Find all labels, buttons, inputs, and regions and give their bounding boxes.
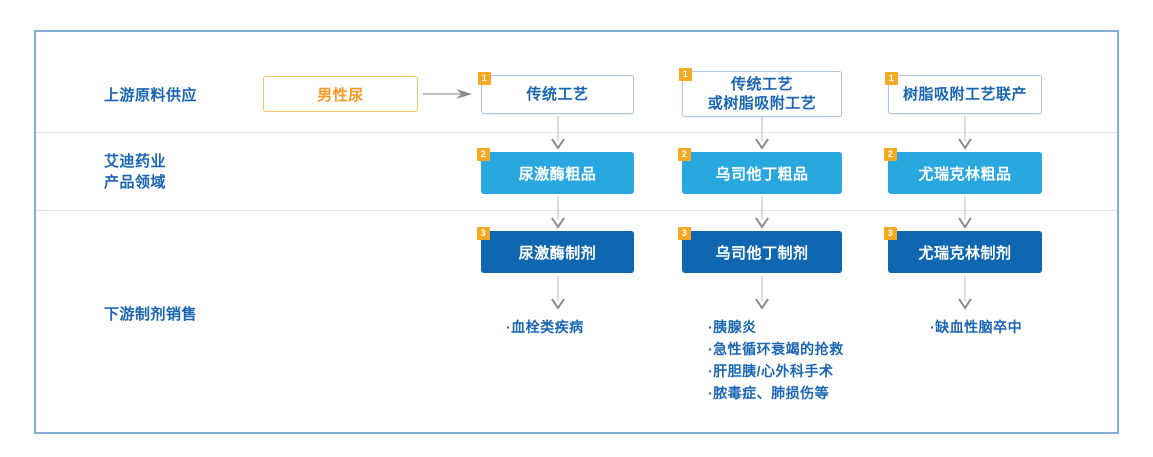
- process-box-col1: 1 传统工艺: [478, 72, 634, 114]
- crude-box-col3: 2 尤瑞克林粗品: [884, 148, 1042, 194]
- arrow-down-icon: [958, 196, 972, 229]
- arrow-down-icon: [551, 276, 565, 310]
- source-box-label: 男性尿: [317, 86, 364, 104]
- formulation-label-col3: 尤瑞克林制剂: [918, 244, 1012, 262]
- step-badge-1: 1: [478, 72, 491, 85]
- process-label-col1: 传统工艺: [526, 86, 589, 103]
- indication-list-col3: ·缺血性脑卒中: [930, 316, 1022, 338]
- indication-list-col1: ·血栓类疾病: [506, 316, 584, 338]
- process-label-col3: 树脂吸附工艺联产: [902, 86, 1027, 103]
- process-box-col2: 1 传统工艺 或树脂吸附工艺: [679, 68, 842, 117]
- indication-item: ·血栓类疾病: [506, 319, 584, 335]
- formulation-box-col1: 3 尿激酶制剂: [477, 227, 634, 273]
- arrow-down-icon: [958, 116, 972, 150]
- step-badge-2: 2: [678, 148, 691, 161]
- indication-item: ·急性循环衰竭的抢救: [708, 341, 844, 357]
- arrow-down-icon: [755, 276, 769, 310]
- arrow-right-icon: [423, 89, 472, 99]
- arrow-down-icon: [755, 196, 769, 229]
- row-label-company: 艾迪药业 产品领域: [104, 153, 167, 191]
- step-badge-1: 1: [885, 72, 898, 85]
- arrow-down-icon: [551, 116, 565, 150]
- crude-label-col3: 尤瑞克林粗品: [918, 165, 1012, 183]
- indication-item: ·胰腺炎: [708, 319, 757, 335]
- step-badge-3: 3: [477, 227, 490, 240]
- step-badge-2: 2: [477, 148, 490, 161]
- row-label-upstream: 上游原料供应: [104, 87, 198, 104]
- formulation-label-col1: 尿激酶制剂: [518, 244, 597, 262]
- step-badge-2: 2: [884, 148, 897, 161]
- step-badge-1: 1: [679, 68, 692, 81]
- process-box-col3: 1 树脂吸附工艺联产: [885, 72, 1042, 114]
- section-divider-2: [36, 210, 1117, 211]
- indication-item: ·肝胆胰/心外科手术: [708, 363, 834, 379]
- arrow-down-icon: [755, 117, 769, 150]
- arrow-down-icon: [551, 196, 565, 229]
- source-box-male-urine: 男性尿: [263, 76, 418, 112]
- indication-list-col2: ·胰腺炎 ·急性循环衰竭的抢救 ·肝胆胰/心外科手术 ·脓毒症、肺损伤等: [708, 316, 844, 404]
- crude-label-col2: 乌司他丁粗品: [715, 165, 809, 183]
- crude-label-col1: 尿激酶粗品: [518, 165, 597, 183]
- crude-box-col2: 2 乌司他丁粗品: [678, 148, 842, 194]
- formulation-label-col2: 乌司他丁制剂: [715, 244, 809, 262]
- indication-item: ·缺血性脑卒中: [930, 319, 1023, 335]
- formulation-box-col3: 3 尤瑞克林制剂: [884, 227, 1042, 273]
- section-divider-1: [36, 132, 1117, 133]
- step-badge-3: 3: [678, 227, 691, 240]
- crude-box-col1: 2 尿激酶粗品: [477, 148, 634, 194]
- indication-item: ·脓毒症、肺损伤等: [708, 385, 830, 401]
- process-label-col2: 传统工艺 或树脂吸附工艺: [707, 76, 817, 112]
- step-badge-3: 3: [884, 227, 897, 240]
- formulation-box-col2: 3 乌司他丁制剂: [678, 227, 842, 273]
- row-label-downstream: 下游制剂销售: [104, 306, 198, 323]
- arrow-down-icon: [958, 276, 972, 310]
